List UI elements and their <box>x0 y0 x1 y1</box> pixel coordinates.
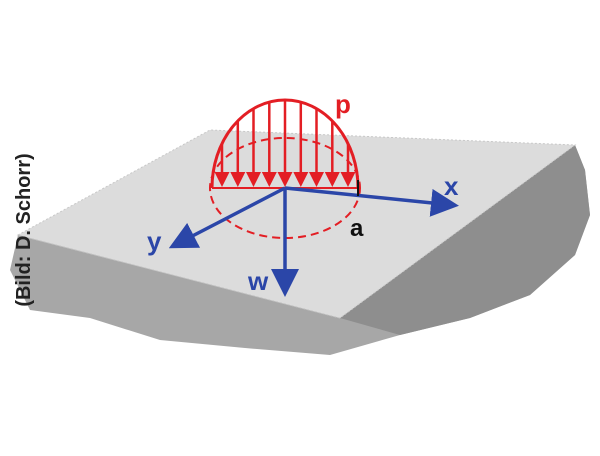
load-arrows <box>214 100 356 187</box>
plate-top <box>16 129 577 319</box>
load-area-ellipse <box>209 137 361 239</box>
w-axis-label: w <box>247 266 269 296</box>
x-axis <box>284 186 459 217</box>
x-axis-label: x <box>444 171 459 201</box>
load-label: p <box>335 89 351 119</box>
plate-side-shade <box>340 145 590 335</box>
y-axis <box>168 186 286 249</box>
radius-label: a <box>350 215 364 242</box>
y-axis-label: y <box>147 226 162 256</box>
image-credit: (Bild: D. Schorr) <box>13 153 35 307</box>
